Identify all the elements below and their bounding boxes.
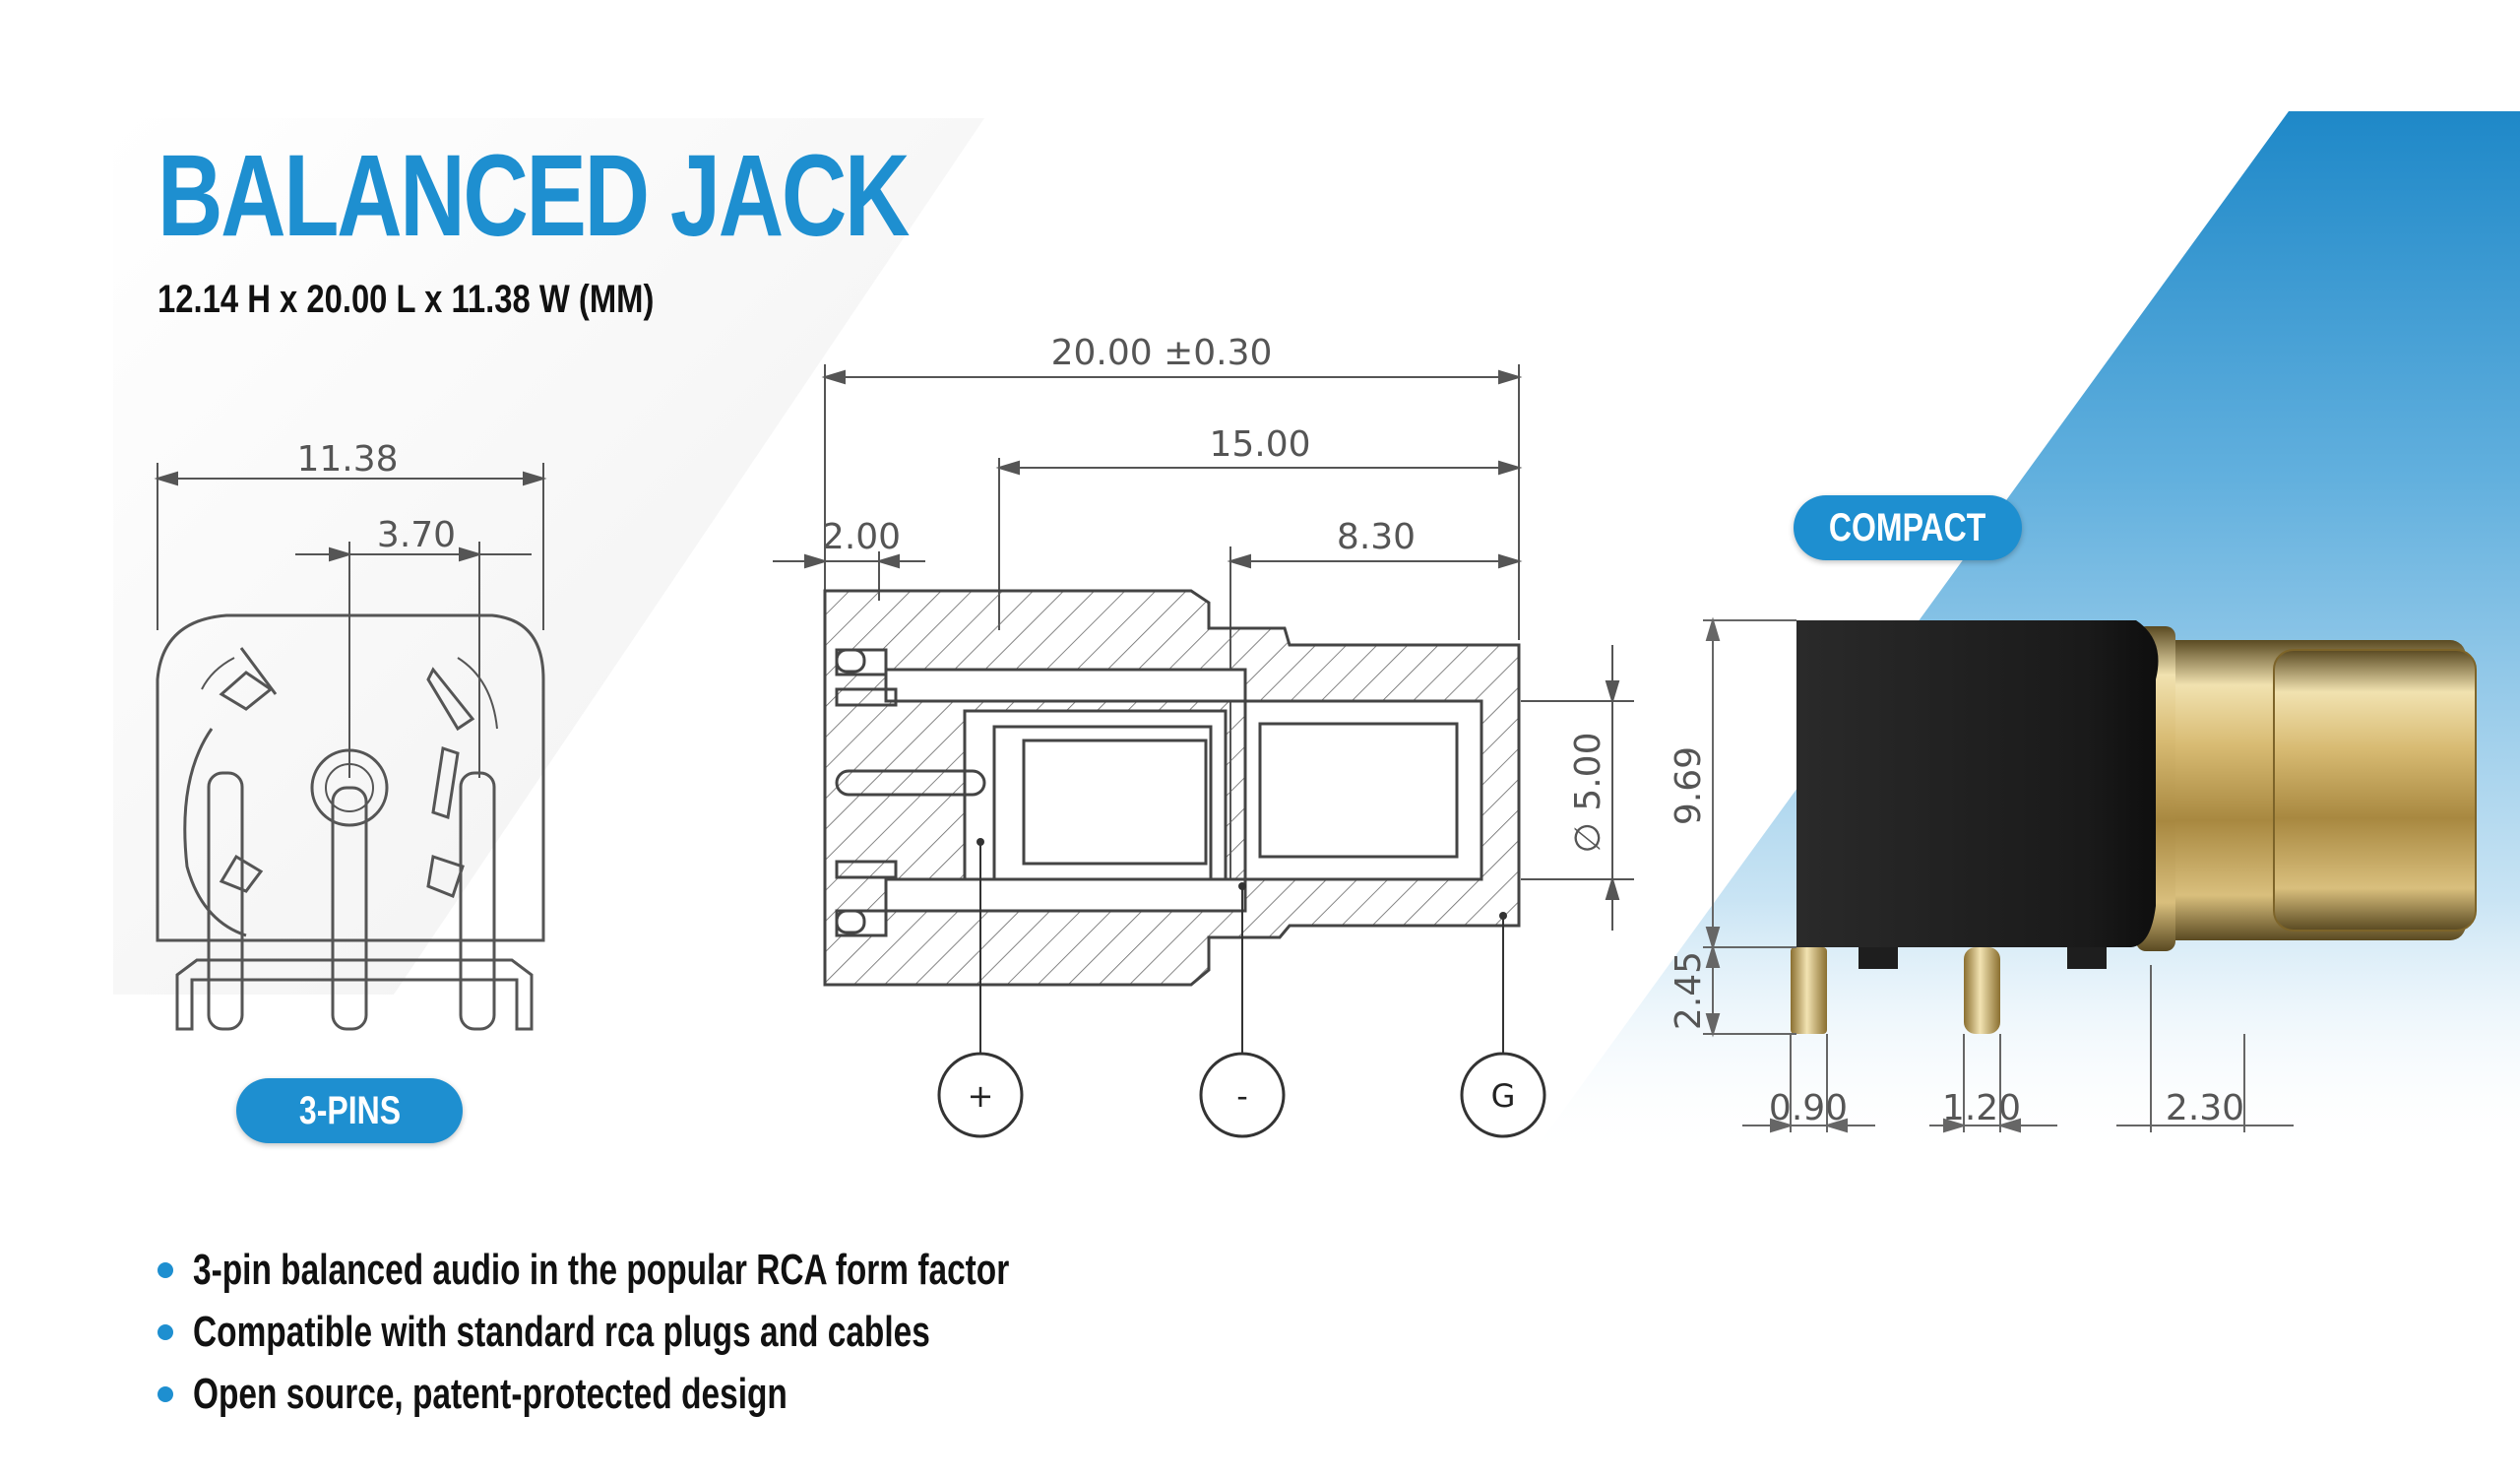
three-pins-label: 3-PINS xyxy=(298,1088,401,1132)
list-item: 3-pin balanced audio in the popular RCA … xyxy=(158,1239,1267,1301)
feature-list: 3-pin balanced audio in the popular RCA … xyxy=(158,1239,1267,1425)
list-item: Compatible with standard rca plugs and c… xyxy=(158,1301,1267,1363)
compact-badge: COMPACT xyxy=(1794,495,2022,560)
pin-minus-marker xyxy=(1199,1052,1286,1138)
dim-pin-width: 0.90 xyxy=(1769,1088,1848,1128)
dim-offset: 2.30 xyxy=(2166,1088,2244,1128)
dimensions-subtitle: 12.14 H x 20.00 L x 11.38 W (MM) xyxy=(158,278,655,321)
three-pins-badge: 3-PINS xyxy=(236,1078,463,1143)
pin-plus-marker xyxy=(937,1052,1024,1138)
pin-plus-label: + xyxy=(968,1077,994,1115)
dim-length: 20.00 ±0.30 xyxy=(1051,333,1273,373)
compact-label: COMPACT xyxy=(1829,505,1986,549)
list-item: Open source, patent-protected design xyxy=(158,1363,1267,1425)
dim-pin-height: 2.45 xyxy=(1669,951,1709,1030)
dim-15: 15.00 xyxy=(1209,424,1310,465)
dim-height: 9.69 xyxy=(1669,746,1709,825)
bullet-dot xyxy=(158,1323,173,1340)
dim-2: 2.00 xyxy=(822,517,901,557)
dim-830: 8.30 xyxy=(1337,517,1416,557)
dim-front-width: 11.38 xyxy=(296,439,398,480)
feature-text: Compatible with standard rca plugs and c… xyxy=(193,1307,930,1356)
feature-text: 3-pin balanced audio in the popular RCA … xyxy=(193,1245,1010,1294)
dim-diameter: ∅ 5.00 xyxy=(1568,733,1608,854)
bullet-dot xyxy=(158,1261,173,1278)
bullet-dot xyxy=(158,1385,173,1402)
pin-ground-marker xyxy=(1460,1052,1546,1138)
dim-pin-gap: 1.20 xyxy=(1942,1088,2021,1128)
dim-pin-spacing: 3.70 xyxy=(377,515,456,555)
page-title: BALANCED JACK xyxy=(158,131,911,261)
feature-text: Open source, patent-protected design xyxy=(193,1369,788,1418)
pin-ground-label: G xyxy=(1491,1077,1516,1115)
pin-minus-label: - xyxy=(1236,1077,1248,1115)
